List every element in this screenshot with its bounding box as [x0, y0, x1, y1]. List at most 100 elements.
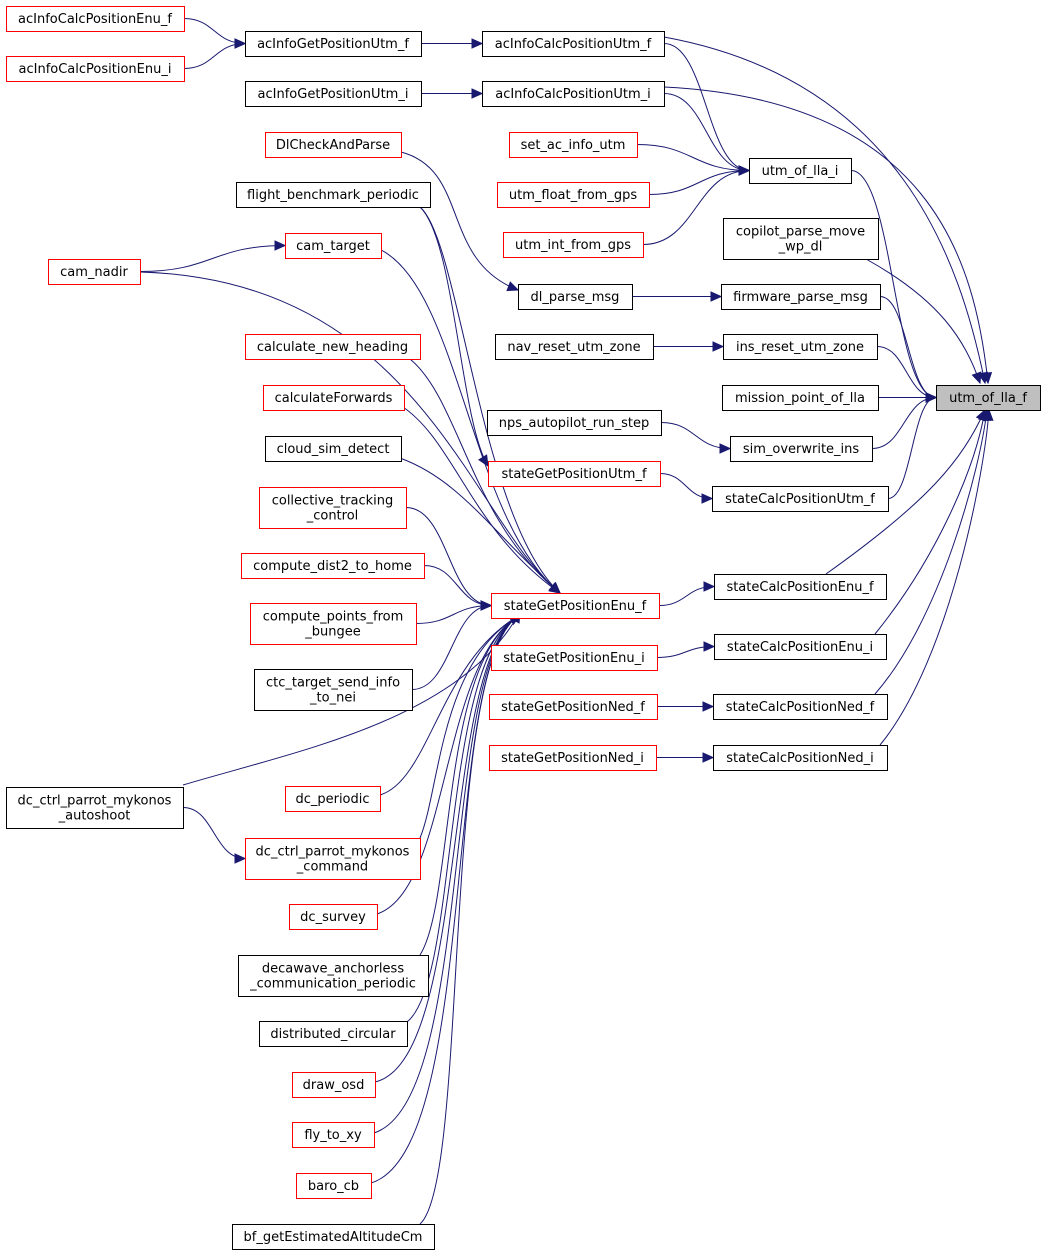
node-draw_osd[interactable]: draw_osd	[292, 1072, 376, 1098]
node-compute_points_from_bungee[interactable]: compute_points_from_bungee	[250, 603, 417, 645]
edge-line	[825, 409, 986, 575]
node-acInfoGetPositionUtm_f[interactable]: acInfoGetPositionUtm_f	[245, 31, 422, 57]
node-box	[6, 787, 184, 829]
node-acInfoCalcPositionEnu_f[interactable]: acInfoCalcPositionEnu_f	[6, 6, 185, 32]
edge-arrowhead	[983, 408, 994, 421]
node-box	[263, 385, 405, 411]
node-label: _control	[306, 509, 359, 524]
edge-line	[865, 258, 981, 384]
call-edge-cloud_sim_detect-to-stateGetPositionEnu_f	[399, 457, 561, 594]
node-dc_periodic[interactable]: dc_periodic	[285, 786, 381, 812]
node-ctc_target_send_info_to_nei[interactable]: ctc_target_send_info_to_nei	[254, 669, 413, 711]
node-stateCalcPositionEnu_f[interactable]: stateCalcPositionEnu_f	[714, 574, 887, 600]
node-stateCalcPositionNed_i[interactable]: stateCalcPositionNed_i	[713, 745, 888, 771]
node-sim_overwrite_ins[interactable]: sim_overwrite_ins	[730, 436, 873, 462]
edge-line	[419, 614, 521, 839]
call-edge-acInfoCalcPositionUtm_f-to-utm_of_lla_f	[663, 36, 989, 385]
node-acInfoCalcPositionEnu_i[interactable]: acInfoCalcPositionEnu_i	[6, 56, 185, 82]
node-stateCalcPositionUtm_f[interactable]: stateCalcPositionUtm_f	[712, 486, 889, 512]
node-box	[241, 553, 425, 579]
node-calculate_new_heading[interactable]: calculate_new_heading	[245, 334, 421, 360]
edge-line	[887, 397, 937, 499]
node-label: _command	[296, 860, 368, 875]
call-edge-stateGetPositionEnu_i-to-stateCalcPositionEnu_i	[656, 641, 716, 658]
node-box	[714, 574, 887, 600]
node-label: draw_osd	[303, 1078, 365, 1093]
edge-arrowhead	[925, 392, 938, 403]
node-box	[250, 603, 417, 645]
node-acInfoGetPositionUtm_i[interactable]: acInfoGetPositionUtm_i	[245, 81, 422, 107]
node-stateGetPositionNed_i[interactable]: stateGetPositionNed_i	[489, 745, 657, 771]
node-dc_survey[interactable]: dc_survey	[289, 904, 378, 930]
node-stateCalcPositionNed_f[interactable]: stateCalcPositionNed_f	[713, 694, 888, 720]
node-label: sim_overwrite_ins	[743, 442, 860, 457]
edge-line	[419, 206, 561, 594]
node-utm_float_from_gps[interactable]: utm_float_from_gps	[497, 182, 650, 208]
node-label: stateCalcPositionNed_i	[726, 751, 873, 766]
edge-line	[876, 346, 937, 398]
node-nps_autopilot_run_step[interactable]: nps_autopilot_run_step	[487, 410, 662, 436]
node-nav_reset_utm_zone[interactable]: nav_reset_utm_zone	[495, 334, 654, 360]
node-label: _autoshoot	[58, 809, 131, 824]
node-stateGetPositionUtm_f[interactable]: stateGetPositionUtm_f	[488, 461, 661, 487]
edge-line	[663, 93, 750, 171]
node-cam_nadir[interactable]: cam_nadir	[48, 259, 141, 285]
node-ins_reset_utm_zone[interactable]: ins_reset_utm_zone	[723, 334, 878, 360]
node-box	[259, 1021, 408, 1047]
edge-arrowhead	[702, 752, 715, 763]
node-box	[285, 786, 381, 812]
edge-arrowhead	[506, 281, 520, 292]
node-fly_to_xy[interactable]: fly_to_xy	[292, 1122, 375, 1148]
node-set_ac_info_utm[interactable]: set_ac_info_utm	[509, 132, 638, 158]
node-acInfoCalcPositionUtm_f[interactable]: acInfoCalcPositionUtm_f	[482, 31, 665, 57]
node-label: copilot_parse_move	[736, 225, 865, 240]
node-stateGetPositionEnu_i[interactable]: stateGetPositionEnu_i	[491, 645, 658, 671]
node-acInfoCalcPositionUtm_i[interactable]: acInfoCalcPositionUtm_i	[482, 81, 665, 107]
edge-line	[139, 271, 561, 594]
node-flight_benchmark_periodic[interactable]: flight_benchmark_periodic	[236, 182, 431, 208]
node-box	[232, 1224, 435, 1250]
call-edge-DlCheckAndParse-to-dl_parse_msg	[400, 151, 520, 292]
node-box	[285, 233, 382, 259]
call-edge-stateCalcPositionUtm_f-to-utm_of_lla_f	[887, 392, 938, 499]
call-edge-nav_reset_utm_zone-to-ins_reset_utm_zone	[652, 341, 725, 352]
node-collective_tracking_control[interactable]: collective_tracking_control	[259, 487, 407, 529]
call-edge-acInfoGetPositionUtm_i-to-acInfoCalcPositionUtm_i	[420, 88, 484, 99]
node-stateGetPositionNed_f[interactable]: stateGetPositionNed_f	[489, 694, 658, 720]
node-baro_cb[interactable]: baro_cb	[296, 1173, 372, 1199]
node-copilot_parse_move_wp_dl[interactable]: copilot_parse_move_wp_dl	[723, 218, 879, 260]
node-cloud_sim_detect[interactable]: cloud_sim_detect	[265, 436, 402, 462]
call-edge-copilot_parse_move_wp_dl-to-utm_of_lla_f	[865, 258, 982, 385]
node-label: nav_reset_utm_zone	[507, 340, 640, 355]
node-utm_of_lla_i[interactable]: utm_of_lla_i	[749, 158, 852, 184]
node-box	[236, 182, 431, 208]
node-stateGetPositionEnu_f[interactable]: stateGetPositionEnu_f	[491, 593, 660, 619]
node-utm_int_from_gps[interactable]: utm_int_from_gps	[503, 232, 644, 258]
node-label: cam_nadir	[60, 265, 128, 280]
node-calculateForwards[interactable]: calculateForwards	[263, 385, 405, 411]
node-label: distributed_circular	[270, 1027, 396, 1042]
node-distributed_circular[interactable]: distributed_circular	[259, 1021, 408, 1047]
node-box	[48, 259, 141, 285]
node-label: cam_target	[296, 239, 370, 254]
node-compute_dist2_to_home[interactable]: compute_dist2_to_home	[241, 553, 425, 579]
node-dc_ctrl_parrot_mykonos_command[interactable]: dc_ctrl_parrot_mykonos_command	[245, 838, 421, 880]
node-label: baro_cb	[308, 1179, 359, 1194]
edge-arrowhead	[471, 88, 484, 99]
node-firmware_parse_msg[interactable]: firmware_parse_msg	[721, 284, 881, 310]
node-dl_parse_msg[interactable]: dl_parse_msg	[518, 284, 633, 310]
edge-line	[423, 565, 492, 606]
node-bf_getEstimatedAltitudeCm[interactable]: bf_getEstimatedAltitudeCm	[232, 1224, 435, 1250]
node-DlCheckAndParse[interactable]: DlCheckAndParse	[265, 132, 402, 158]
call-edge-ctc_target_send_info_to_nei-to-stateGetPositionEnu_f	[411, 600, 493, 690]
edge-line	[379, 614, 521, 796]
node-dc_ctrl_parrot_mykonos_autoshoot[interactable]: dc_ctrl_parrot_mykonos_autoshoot	[6, 787, 184, 829]
node-mission_point_of_lla[interactable]: mission_point_of_lla	[722, 385, 879, 411]
node-label: dc_ctrl_parrot_mykonos	[256, 845, 410, 860]
node-decawave_anchorless_communication_periodic[interactable]: decawave_anchorless_communication_period…	[238, 955, 429, 997]
node-stateCalcPositionEnu_i[interactable]: stateCalcPositionEnu_i	[714, 634, 887, 660]
edge-line	[874, 409, 986, 635]
node-label: ins_reset_utm_zone	[736, 340, 864, 355]
node-label: compute_dist2_to_home	[253, 559, 412, 574]
node-cam_target[interactable]: cam_target	[285, 233, 382, 259]
